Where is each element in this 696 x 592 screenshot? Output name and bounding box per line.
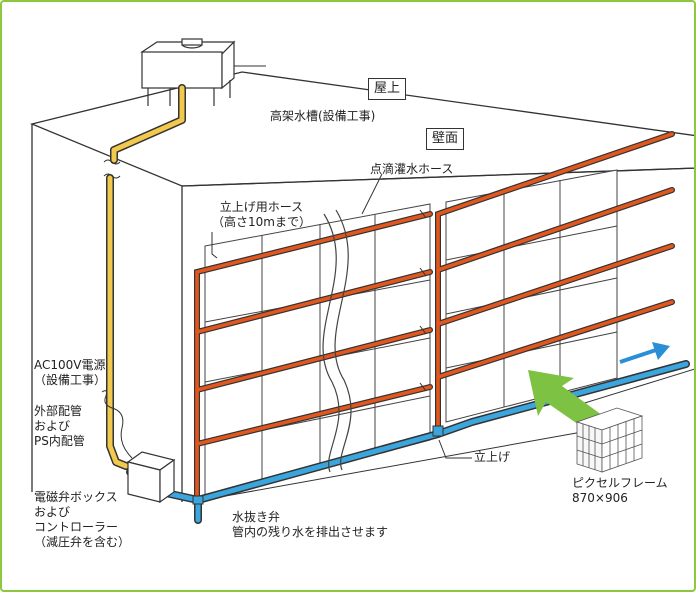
drain-valve	[192, 495, 204, 505]
drain-valve-line2: 管内の残り水を排出させます	[232, 525, 389, 539]
external-piping-line1: 外部配管	[34, 404, 83, 418]
solenoid-box-label: 電磁弁ボックス および コントローラー （減圧弁を含む）	[34, 490, 130, 550]
riser-hose-label: 立上げ用ホース （高さ10mまで）	[212, 200, 311, 230]
drain-valve-label: 水抜き弁 管内の残り水を排出させます	[232, 510, 388, 540]
green-arrow-icon	[528, 370, 606, 434]
ground-line	[191, 431, 583, 503]
wall-surface-label: 壁面	[426, 128, 465, 150]
ac-power-line1: AC100V電源	[34, 358, 106, 372]
hose-clips	[419, 209, 427, 392]
external-piping-line2: および	[34, 419, 71, 433]
solenoid-line1: 電磁弁ボックス	[34, 490, 118, 504]
roof	[29, 71, 694, 187]
pixel-frame-line1: ピクセルフレーム	[572, 476, 668, 490]
pipe-break-mark	[103, 159, 121, 179]
leader-lines	[211, 65, 472, 459]
blue-flow-arrow-icon	[619, 342, 670, 364]
solenoid-line3: コントローラー	[34, 520, 119, 534]
drip-hose-label: 点滴灌水ホース	[370, 162, 454, 176]
ac-power-label: AC100V電源 （設備工事）	[34, 358, 106, 388]
solenoid-line2: および	[34, 505, 71, 519]
building-pipe	[106, 84, 186, 470]
left-panel-group	[204, 203, 431, 499]
power-cable	[101, 390, 133, 459]
riser-joint	[432, 425, 444, 437]
elevated-tank-label: 高架水槽(設備工事)	[270, 109, 376, 123]
building	[29, 71, 694, 503]
drain-valve-line1: 水抜き弁	[232, 510, 281, 524]
external-piping-line3: PS内配管	[34, 434, 85, 448]
pixel-frame-icon	[575, 407, 644, 473]
pixel-frame-line2: 870×906	[572, 491, 628, 505]
ac-power-line2: （設備工事）	[34, 373, 107, 387]
drip-hoses-fill	[195, 132, 674, 512]
riser-hose-line1: 立上げ用ホース	[219, 200, 304, 214]
external-piping-label: 外部配管 および PS内配管	[34, 404, 85, 449]
rooftop-label: 屋上	[368, 78, 407, 100]
solenoid-box-icon	[126, 451, 176, 504]
solenoid-line4: （減圧弁を含む）	[34, 535, 131, 549]
riser-label: 立上げ	[474, 450, 511, 464]
pixel-frame-label: ピクセルフレーム 870×906	[572, 476, 668, 506]
riser-hose-line2: （高さ10mまで）	[212, 215, 311, 229]
break-lines	[322, 209, 352, 473]
